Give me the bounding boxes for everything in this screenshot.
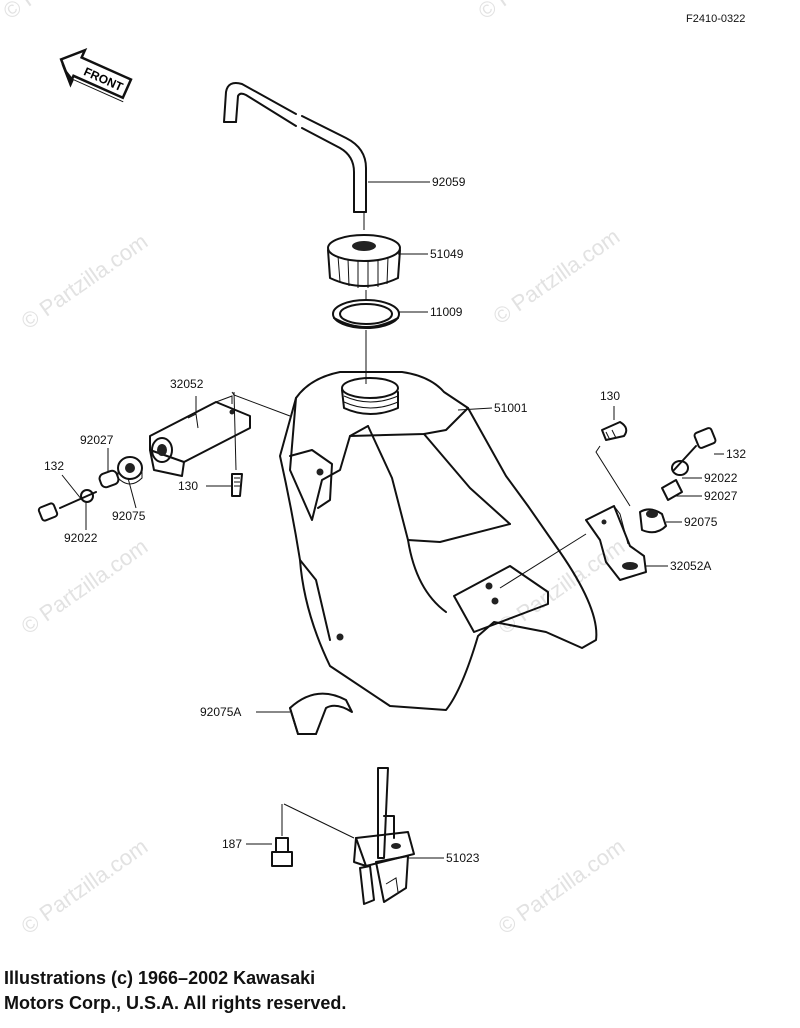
watermark: © Partzilla.com — [17, 229, 153, 335]
part-labels: 92059 51049 11009 51001 32052 92027 132 … — [44, 175, 746, 865]
label-51049: 51049 — [430, 247, 464, 261]
label-92022-right: 92022 — [704, 471, 738, 485]
cock-bolt — [271, 837, 293, 867]
cap-gasket — [332, 299, 400, 329]
watermark: © Partzilla.com — [489, 224, 625, 330]
label-187: 187 — [222, 837, 242, 851]
guide-line — [127, 477, 137, 509]
label-92075a: 92075A — [200, 705, 241, 719]
copyright-line-1: Illustrations (c) 1966–2002 Kawasaki — [4, 968, 316, 988]
collar-right — [661, 479, 683, 501]
rubber-pad — [289, 692, 353, 735]
watermark: © Partzilla.com — [494, 834, 630, 940]
fuel-cap — [327, 234, 401, 288]
collar-left — [98, 469, 120, 489]
bracket-right — [585, 505, 647, 581]
label-130-left: 130 — [178, 479, 198, 493]
watermark: © Partzilla.com — [474, 0, 610, 24]
washer-right — [671, 460, 689, 476]
label-92059: 92059 — [432, 175, 466, 189]
label-130-right: 130 — [600, 389, 620, 403]
damper-right — [639, 508, 667, 534]
guide-line — [233, 391, 237, 471]
label-92027-left: 92027 — [80, 433, 114, 447]
copyright-line-2: Motors Corp., U.S.A. All rights reserved… — [4, 993, 347, 1013]
label-92075-left: 92075 — [112, 509, 146, 523]
front-arrow-icon: FRONT — [59, 47, 133, 103]
fuel-cock — [353, 767, 415, 905]
label-32052: 32052 — [170, 377, 204, 391]
label-51023: 51023 — [446, 851, 480, 865]
guide-line — [499, 533, 587, 589]
watermark-layer: © Partzilla.com © Partzilla.com © Partzi… — [0, 0, 629, 939]
damper-left — [117, 456, 143, 485]
label-92022-left: 92022 — [64, 531, 98, 545]
figure-code: F2410-0322 — [686, 13, 745, 25]
label-51001: 51001 — [494, 401, 528, 415]
screw-right — [601, 421, 628, 441]
guide-line — [283, 803, 355, 839]
breather-hose — [223, 82, 367, 213]
watermark: © Partzilla.com — [17, 534, 153, 640]
copyright-footer: Illustrations (c) 1966–2002 Kawasaki Mot… — [4, 966, 524, 1016]
bolt-right — [673, 427, 717, 471]
label-132-left: 132 — [44, 459, 64, 473]
leader-lines — [195, 181, 702, 859]
washer-left — [80, 489, 94, 503]
watermark: © Partzilla.com — [17, 834, 153, 940]
fuel-tank — [279, 371, 598, 711]
label-11009: 11009 — [430, 305, 463, 319]
label-132-right: 132 — [726, 447, 746, 461]
guide-line — [61, 474, 83, 501]
label-32052a: 32052A — [670, 559, 711, 573]
screw-left — [231, 473, 243, 497]
guide-line — [595, 445, 631, 507]
watermark: © Partzilla.com — [0, 0, 134, 24]
label-92027-right: 92027 — [704, 489, 738, 503]
label-92075-right: 92075 — [684, 515, 718, 529]
bracket-left — [149, 395, 251, 477]
bolt-left — [37, 491, 97, 522]
